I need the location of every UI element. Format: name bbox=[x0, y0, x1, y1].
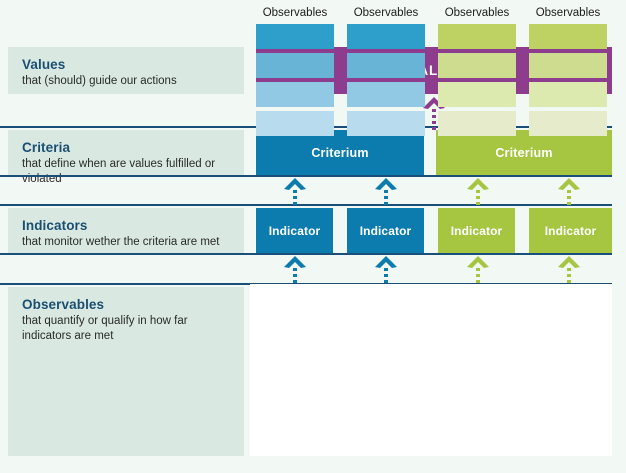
row-label-values: Values that (should) guide our actions bbox=[8, 47, 244, 94]
chevron-up-icon bbox=[467, 178, 489, 190]
criterium-bar-2-label: Criterium bbox=[495, 145, 553, 160]
observables-cell[interactable] bbox=[529, 82, 607, 107]
chevron-up-icon bbox=[375, 178, 397, 190]
observables-cell[interactable] bbox=[438, 82, 516, 107]
observables-column-2: Observables bbox=[347, 0, 425, 136]
observables-column-2-caption: Observables bbox=[353, 7, 419, 19]
indicator-bar-4-label: Indicator bbox=[544, 223, 597, 238]
observables-cell[interactable] bbox=[529, 53, 607, 78]
observables-cell[interactable] bbox=[438, 24, 516, 49]
observables-cell[interactable] bbox=[347, 24, 425, 49]
row-label-values-title: Values bbox=[22, 57, 66, 72]
indicator-bar-2[interactable]: Indicator bbox=[347, 208, 424, 253]
observables-cell[interactable] bbox=[438, 111, 516, 136]
row-label-criteria: Criteria that define when are values ful… bbox=[8, 130, 244, 185]
observables-column-4-caption: Observables bbox=[535, 7, 601, 19]
row-label-observables: Observables that quantify or qualify in … bbox=[8, 287, 244, 456]
arrow-tail-dots bbox=[293, 268, 297, 286]
row-label-criteria-title: Criteria bbox=[22, 140, 71, 155]
row-label-indicators-subtitle: that monitor wether the criteria are met bbox=[22, 236, 220, 248]
observables-cell[interactable] bbox=[347, 53, 425, 78]
indicator-bar-4[interactable]: Indicator bbox=[529, 208, 612, 253]
criterium-bar-1[interactable]: Criterium bbox=[256, 130, 424, 175]
row-label-observables-subtitle: that quantify or qualify in how far indi… bbox=[22, 315, 188, 342]
observables-column-1-caption: Observables bbox=[262, 7, 328, 19]
arrow-tail-dots bbox=[476, 190, 480, 208]
arrow-tail-dots bbox=[384, 190, 388, 208]
indicator-bar-3[interactable]: Indicator bbox=[438, 208, 515, 253]
criterium-bar-2[interactable]: Criterium bbox=[436, 130, 612, 175]
observables-cell[interactable] bbox=[347, 111, 425, 136]
arrow-tail-dots bbox=[567, 268, 571, 286]
arrow-tail-dots bbox=[432, 109, 436, 133]
chevron-up-icon bbox=[558, 256, 580, 268]
row-label-values-subtitle: that (should) guide our actions bbox=[22, 75, 177, 87]
indicator-bar-3-label: Indicator bbox=[450, 223, 503, 238]
indicator-bar-2-label: Indicator bbox=[359, 223, 412, 238]
observables-cell[interactable] bbox=[347, 82, 425, 107]
indicator-bar-1-label: Indicator bbox=[268, 223, 321, 238]
observables-column-1: Observables bbox=[256, 0, 334, 136]
arrow-tail-dots bbox=[476, 268, 480, 286]
row-label-indicators: Indicators that monitor wether the crite… bbox=[8, 208, 244, 253]
arrow-tail-dots bbox=[384, 268, 388, 286]
row-label-observables-title: Observables bbox=[22, 297, 105, 312]
observables-cell[interactable] bbox=[256, 82, 334, 107]
observables-cell[interactable] bbox=[256, 24, 334, 49]
observables-cell[interactable] bbox=[529, 24, 607, 49]
divider-gap-indicators bbox=[0, 204, 612, 206]
divider-indicators-gap bbox=[0, 253, 612, 255]
arrow-tail-dots bbox=[567, 190, 571, 208]
observables-cell[interactable] bbox=[438, 53, 516, 78]
chevron-up-icon bbox=[467, 256, 489, 268]
observables-column-3: Observables bbox=[438, 0, 516, 136]
observables-column-4: Observables bbox=[529, 0, 607, 136]
chevron-up-icon bbox=[284, 178, 306, 190]
observables-cell[interactable] bbox=[256, 53, 334, 78]
observables-column-3-caption: Observables bbox=[444, 7, 510, 19]
observables-cell[interactable] bbox=[256, 111, 334, 136]
divider-criteria-gap bbox=[0, 175, 612, 177]
row-label-indicators-title: Indicators bbox=[22, 218, 88, 233]
observables-cell[interactable] bbox=[529, 111, 607, 136]
chevron-up-icon bbox=[375, 256, 397, 268]
indicator-bar-1[interactable]: Indicator bbox=[256, 208, 333, 253]
observables-panel bbox=[250, 284, 612, 456]
row-label-criteria-subtitle: that define when are values fulfilled or… bbox=[22, 158, 216, 185]
chevron-up-icon bbox=[558, 178, 580, 190]
criterium-bar-1-label: Criterium bbox=[311, 145, 369, 160]
chevron-up-icon bbox=[284, 256, 306, 268]
arrow-tail-dots bbox=[293, 190, 297, 208]
